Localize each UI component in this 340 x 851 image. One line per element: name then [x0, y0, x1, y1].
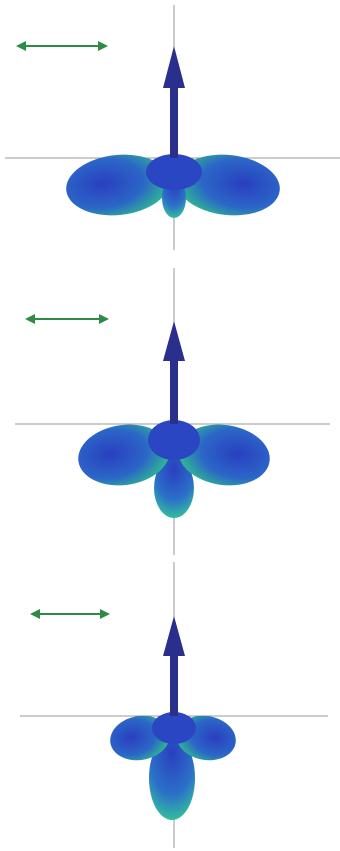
up-arrow-icon	[163, 46, 185, 158]
double-headed-arrow-icon	[16, 41, 108, 51]
center-lobe	[152, 712, 196, 744]
emission-lobes	[78, 420, 270, 518]
bottom-lobe	[154, 458, 194, 518]
bottom-lobe	[149, 736, 195, 820]
panel-middle	[15, 268, 330, 555]
center-lobe	[148, 420, 200, 460]
panel-bottom	[20, 562, 328, 848]
panel-top	[5, 5, 340, 250]
right-lobe	[176, 154, 280, 216]
left-lobe	[66, 154, 170, 216]
up-arrow-icon	[163, 321, 185, 424]
double-headed-arrow-icon	[25, 314, 109, 324]
emission-lobes	[66, 154, 280, 218]
left-lobe	[78, 424, 170, 486]
double-headed-arrow-icon	[30, 609, 110, 619]
center-lobe	[146, 154, 202, 190]
up-arrow-icon	[163, 616, 185, 716]
right-lobe	[178, 424, 270, 486]
emission-lobes	[110, 712, 236, 820]
